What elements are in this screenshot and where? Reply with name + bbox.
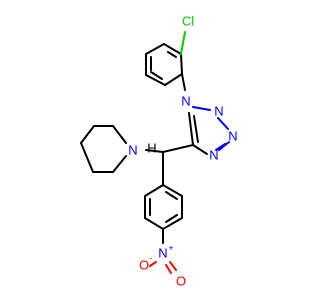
bond (112, 155, 127, 173)
bond (112, 125, 127, 144)
chlorine-atom: Cl (182, 14, 194, 29)
nitro-n-atom: N (158, 246, 167, 261)
bond (218, 141, 230, 151)
bond (217, 117, 229, 130)
hydrogen-atom: H (147, 141, 156, 156)
piperidine-ring (80, 125, 127, 173)
bond-double (193, 115, 199, 143)
bond (192, 144, 208, 155)
bond (192, 106, 211, 111)
bond (162, 144, 194, 153)
bond (164, 73, 183, 86)
bond (145, 43, 165, 55)
bond (80, 142, 94, 173)
bond-c-cl (180, 31, 186, 55)
bond-n-o-double (165, 264, 172, 274)
piperidine-n-atom: N (128, 143, 137, 158)
bond-n-o (149, 261, 157, 267)
bond (144, 217, 164, 230)
oxygen-atom-left: O (139, 258, 149, 273)
tetrazole-n4-atom: N (209, 148, 218, 163)
bond-double (165, 214, 178, 223)
oxygen-atom-right: O (176, 274, 186, 289)
nitro-n-charge: + (168, 243, 173, 253)
bond (162, 184, 183, 197)
tetrazole-n1-atom: N (181, 94, 190, 109)
tetrazole-n3-atom: N (228, 129, 237, 144)
bond-double (215, 143, 226, 151)
bond (144, 184, 164, 197)
molecule-diagram: Cl N N N N H N N (80, 14, 238, 289)
tetrazole-n2-atom: N (214, 104, 223, 119)
bond-double (165, 191, 178, 200)
tetrazole-ring (188, 106, 230, 155)
bond (80, 125, 95, 144)
structure-drawing: Cl N N N N H N N (80, 14, 238, 289)
bond (163, 43, 182, 55)
bond (181, 73, 186, 91)
oxygen-charge: - (150, 253, 153, 263)
bond (188, 112, 194, 146)
bond (145, 149, 164, 153)
bond-double (167, 51, 177, 58)
bond-double (150, 71, 163, 80)
bond (180, 53, 183, 75)
bond (145, 74, 166, 86)
chlorophenyl-ring (145, 43, 183, 86)
bond (162, 217, 183, 230)
nitrophenyl-ring (144, 184, 183, 230)
bond-n-o-double (169, 261, 177, 271)
